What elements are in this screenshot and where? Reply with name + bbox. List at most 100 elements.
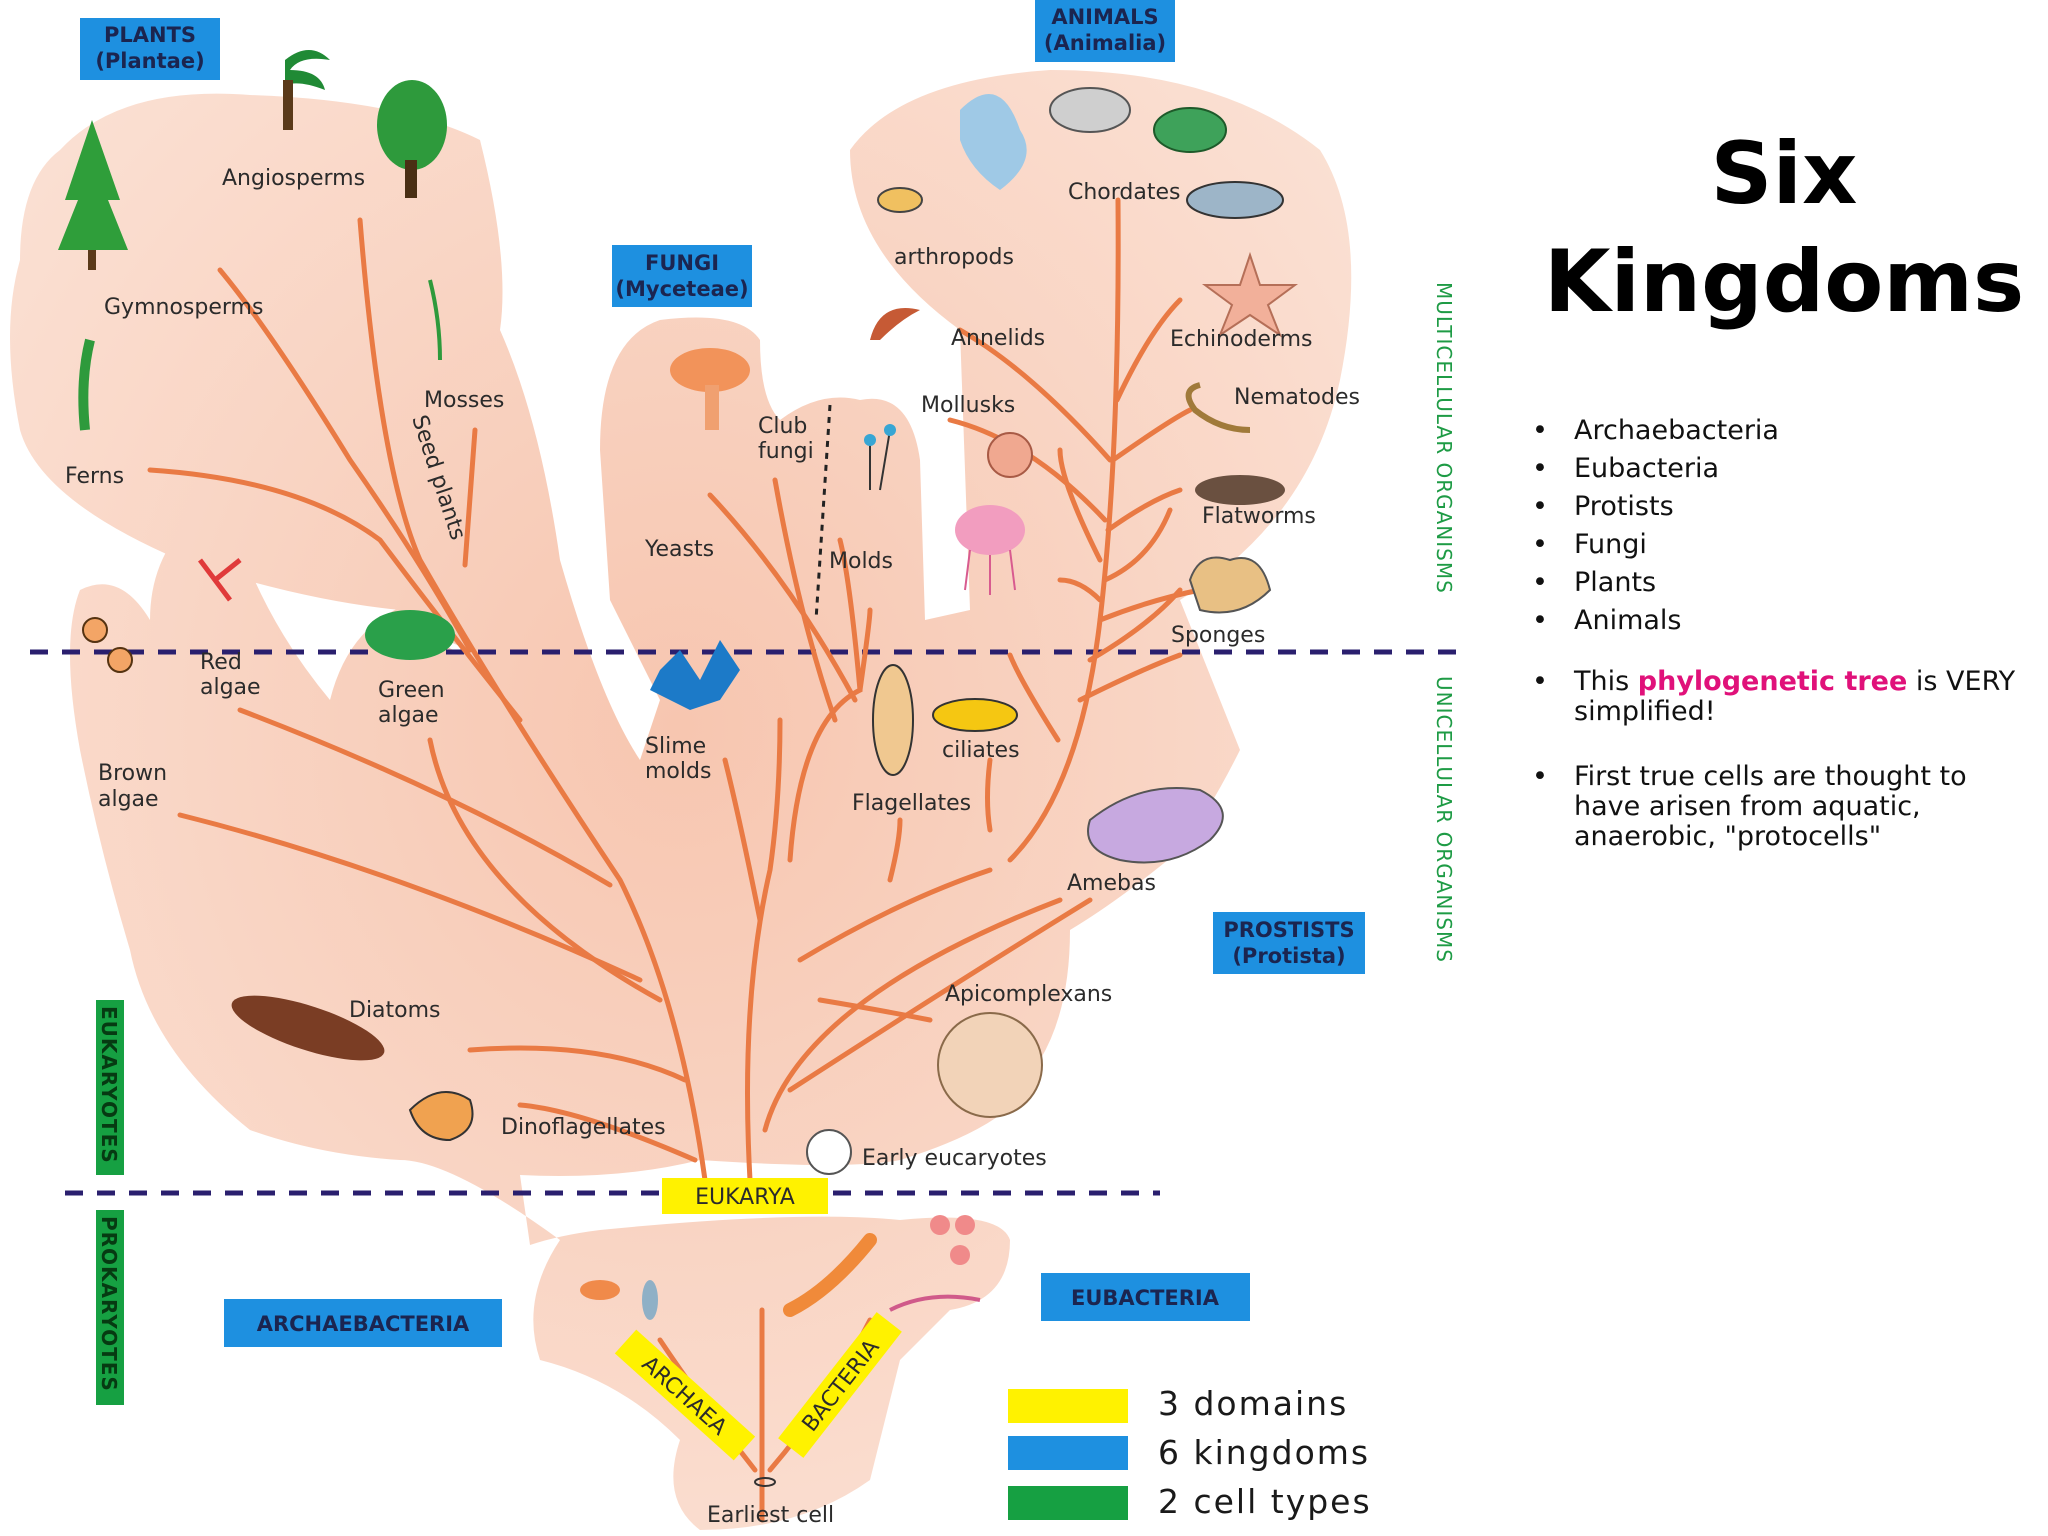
eukarya-domain-box: EUKARYA bbox=[662, 1178, 828, 1214]
note-prefix: This bbox=[1574, 666, 1638, 697]
starfish-icon bbox=[1201, 251, 1299, 338]
legend-label-cell-types: 2 cell types bbox=[1158, 1482, 1372, 1521]
eubacteria-kingdom-box: EUBACTERIA bbox=[1041, 1273, 1250, 1321]
mollusks-label: Mollusks bbox=[921, 393, 1015, 418]
svg-text:(Plantae): (Plantae) bbox=[95, 49, 204, 73]
oak-icon bbox=[377, 80, 447, 198]
slime-mold-icon bbox=[650, 640, 740, 710]
kingdom-item: Fungi bbox=[1520, 526, 1779, 564]
red-algae-label-2: algae bbox=[200, 675, 261, 700]
flatworms-label: Flatworms bbox=[1202, 504, 1316, 529]
legend-swatch-domains bbox=[1008, 1389, 1128, 1423]
title-line-2: Kingdoms bbox=[1543, 232, 2025, 332]
multicellular-label: MULTICELLULAR ORGANISMS bbox=[1432, 282, 1456, 594]
kingdom-item: Archaebacteria bbox=[1520, 412, 1779, 450]
organism-illustrations bbox=[58, 50, 1299, 1487]
arthropods-label: arthropods bbox=[894, 245, 1014, 270]
earliest-cell-icon bbox=[754, 1477, 776, 1487]
flagellates-label: Flagellates bbox=[852, 791, 971, 816]
simplified-note: This phylogenetic tree is VERY simplifie… bbox=[1532, 666, 2024, 727]
nematodes-label: Nematodes bbox=[1234, 385, 1360, 410]
ferns-label: Ferns bbox=[65, 464, 124, 489]
red-algae-label: Red bbox=[200, 650, 242, 675]
ciliates-label: ciliates bbox=[942, 738, 1020, 763]
animals-kingdom-box: ANIMALS (Animalia) bbox=[1035, 0, 1175, 62]
svg-text:FUNGI: FUNGI bbox=[645, 251, 719, 275]
phylogenetic-tree-highlight: phylogenetic tree bbox=[1637, 666, 1908, 697]
svg-text:PROSTISTS: PROSTISTS bbox=[1223, 918, 1354, 942]
fungi-kingdom-box: FUNGI (Myceteae) bbox=[612, 245, 752, 307]
svg-text:ANIMALS: ANIMALS bbox=[1051, 5, 1158, 29]
note-suffix: is VERY simplified! bbox=[1574, 666, 2016, 727]
sidebar: Six Kingdoms Archaebacteria Eubacteria P… bbox=[1520, 0, 2048, 1536]
legend-label-domains: 3 domains bbox=[1158, 1384, 1348, 1423]
kingdom-item: Eubacteria bbox=[1520, 450, 1779, 488]
svg-text:EUBACTERIA: EUBACTERIA bbox=[1071, 1286, 1220, 1310]
echinoderms-label: Echinoderms bbox=[1170, 327, 1313, 352]
slime-molds-label: Slime bbox=[645, 734, 706, 759]
svg-text:EUKARYA: EUKARYA bbox=[695, 1185, 795, 1210]
apicomplexans-label: Apicomplexans bbox=[945, 982, 1112, 1007]
palm-icon bbox=[283, 50, 330, 130]
title-line-1: Six bbox=[1710, 124, 1858, 224]
ciliate-icon bbox=[932, 698, 1018, 732]
tree-icon bbox=[58, 120, 128, 270]
svg-text:EUKARYOTES: EUKARYOTES bbox=[97, 1006, 121, 1164]
club-fungi-label-2: fungi bbox=[758, 439, 814, 464]
chordates-label: Chordates bbox=[1068, 180, 1181, 205]
plants-kingdom-box: PLANTS (Plantae) bbox=[80, 18, 220, 80]
snail-icon bbox=[987, 432, 1033, 478]
green-algae-icon bbox=[365, 610, 455, 660]
fern-icon bbox=[78, 338, 95, 431]
earliest-cell-label: Earliest cell bbox=[707, 1503, 834, 1528]
bird-icon bbox=[960, 94, 1027, 190]
diatoms-label: Diatoms bbox=[349, 998, 441, 1023]
protocells-note: First true cells are thought to have ari… bbox=[1532, 762, 2024, 852]
molds-label: Molds bbox=[829, 549, 893, 574]
eukaryotes-cell-type-box: EUKARYOTES bbox=[96, 1000, 124, 1175]
early-eucaryote-icon bbox=[806, 1129, 852, 1175]
amebas-label: Amebas bbox=[1067, 871, 1156, 896]
flagellate-icon bbox=[872, 664, 914, 776]
club-fungi-label: Club bbox=[758, 414, 807, 439]
legend-label-kingdoms: 6 kingdoms bbox=[1158, 1433, 1370, 1472]
archaebacteria-kingdom-box: ARCHAEBACTERIA bbox=[224, 1299, 502, 1347]
angiosperms-label: Angiosperms bbox=[222, 166, 365, 191]
apicomplexan-icon bbox=[937, 1012, 1043, 1118]
annelids-label: Annelids bbox=[951, 326, 1045, 351]
phylogenetic-tree-diagram: PLANTS (Plantae) ANIMALS (Animalia) FUNG… bbox=[10, 0, 1470, 1530]
svg-text:ARCHAEBACTERIA: ARCHAEBACTERIA bbox=[257, 1312, 470, 1336]
legend: 3 domains 6 kingdoms 2 cell types bbox=[1008, 1384, 1372, 1521]
svg-text:PROKARYOTES: PROKARYOTES bbox=[97, 1216, 121, 1392]
fly-icon bbox=[877, 187, 923, 213]
prokaryotes-cell-type-box: PROKARYOTES bbox=[96, 1210, 124, 1405]
legend-swatch-cell-types bbox=[1008, 1486, 1128, 1520]
unicellular-label: UNICELLULAR ORGANISMS bbox=[1432, 676, 1456, 963]
organism-labels: Angiosperms Gymnosperms Mosses Ferns Red… bbox=[65, 166, 1360, 1528]
protists-kingdom-box: PROSTISTS (Protista) bbox=[1213, 912, 1365, 974]
svg-text:(Animalia): (Animalia) bbox=[1044, 31, 1166, 55]
fish-icon bbox=[1186, 181, 1284, 219]
sponge-icon bbox=[1188, 556, 1272, 614]
kingdom-item: Plants bbox=[1520, 564, 1779, 602]
svg-text:PLANTS: PLANTS bbox=[104, 23, 196, 47]
mushroom-icon bbox=[670, 348, 750, 430]
kingdom-list: Archaebacteria Eubacteria Protists Fungi… bbox=[1520, 412, 1779, 640]
flatworm-icon bbox=[1195, 475, 1285, 505]
jellyfish-icon bbox=[955, 505, 1025, 595]
early-eucaryotes-label: Early eucaryotes bbox=[862, 1146, 1047, 1171]
bacteria-icons bbox=[580, 1215, 981, 1320]
yeasts-label: Yeasts bbox=[644, 537, 714, 562]
svg-text:(Myceteae): (Myceteae) bbox=[615, 277, 748, 301]
moss-icon bbox=[428, 279, 442, 361]
green-algae-label: Green bbox=[378, 678, 445, 703]
mold-icon bbox=[864, 424, 896, 491]
brown-algae-label-2: algae bbox=[98, 787, 159, 812]
slide-title: Six Kingdoms bbox=[1520, 120, 2048, 336]
brown-algae-label: Brown bbox=[98, 761, 167, 786]
sponges-label: Sponges bbox=[1171, 623, 1265, 648]
red-algae-icon bbox=[198, 558, 242, 602]
green-algae-label-2: algae bbox=[378, 703, 439, 728]
mosses-label: Mosses bbox=[424, 388, 504, 413]
slime-molds-label-2: molds bbox=[645, 759, 711, 784]
